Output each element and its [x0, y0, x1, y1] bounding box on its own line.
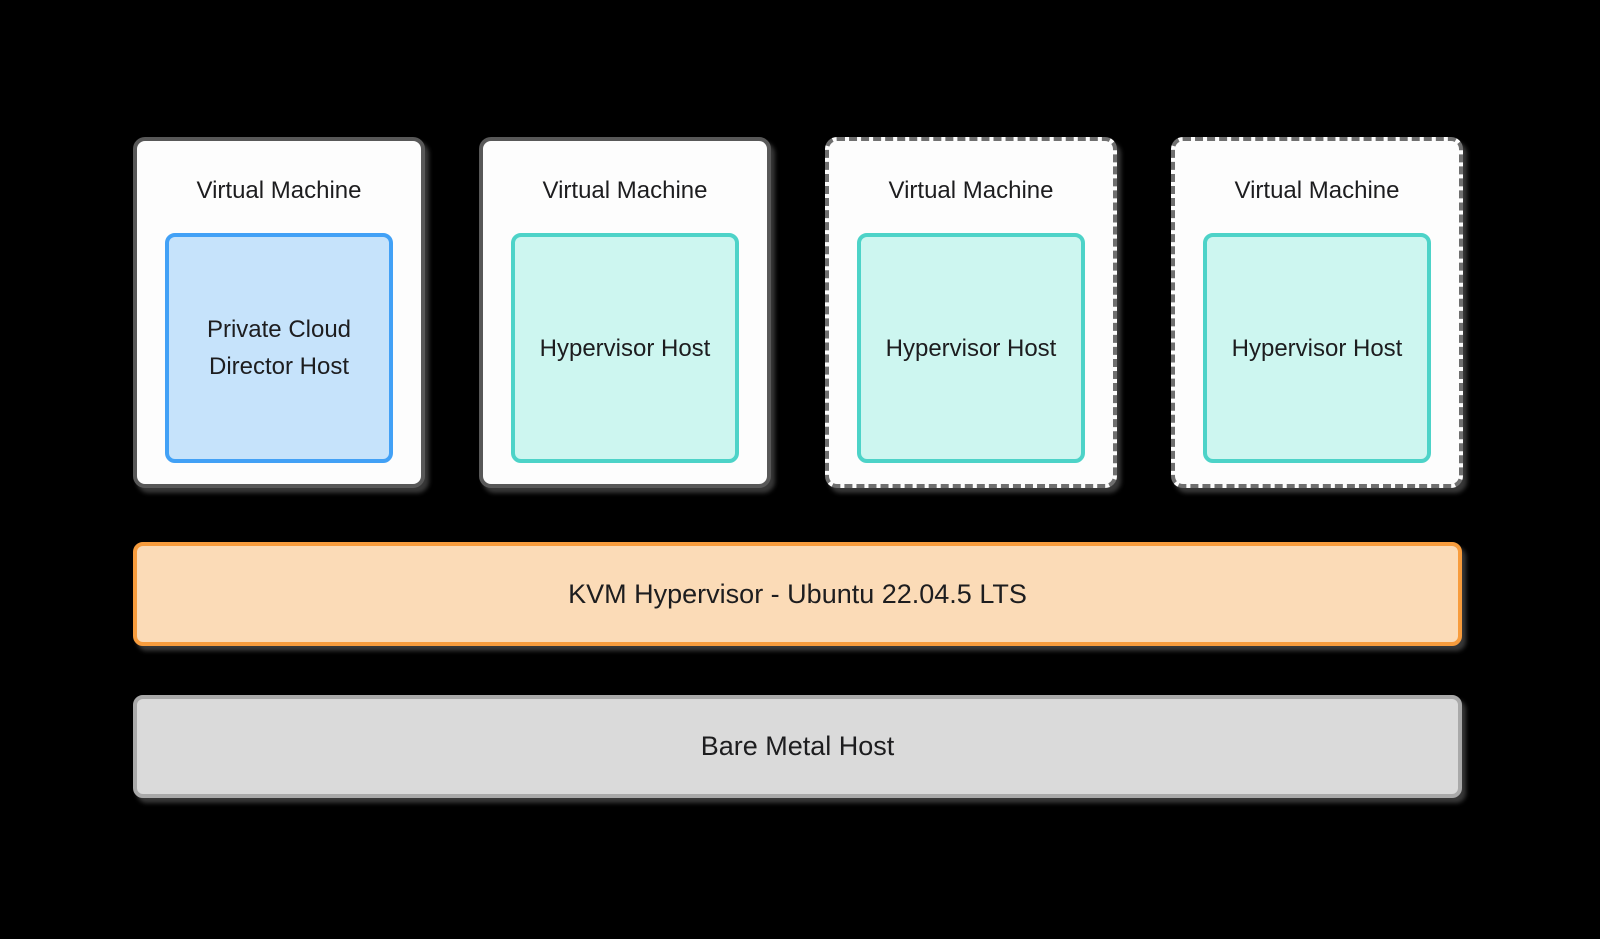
vm-title: Virtual Machine: [196, 177, 362, 204]
vm-title: Virtual Machine: [1234, 177, 1400, 204]
vm-box-hypervisor-host-3: Virtual Machine Hypervisor Host: [1171, 137, 1463, 488]
kvm-hypervisor-label: KVM Hypervisor - Ubuntu 22.04.5 LTS: [568, 578, 1027, 609]
host-label: Hypervisor Host: [1231, 334, 1403, 362]
hypervisor-host-box: Hypervisor Host: [1203, 233, 1431, 463]
vm-title: Virtual Machine: [542, 177, 708, 204]
kvm-hypervisor-layer: KVM Hypervisor - Ubuntu 22.04.5 LTS: [133, 542, 1462, 646]
host-label: Hypervisor Host: [539, 334, 711, 362]
bare-metal-host-label: Bare Metal Host: [700, 731, 895, 761]
vm-box-hypervisor-host-1: Virtual Machine Hypervisor Host: [479, 137, 771, 488]
hypervisor-host-box: Hypervisor Host: [857, 233, 1085, 463]
host-label: Private Cloud Director Host: [206, 316, 352, 380]
host-label: Hypervisor Host: [885, 334, 1057, 362]
private-cloud-director-host-box: Private Cloud Director Host: [165, 233, 393, 463]
vm-box-private-cloud-director: Virtual Machine Private Cloud Director H…: [133, 137, 425, 488]
vm-title: Virtual Machine: [888, 177, 1054, 204]
bare-metal-host-layer: Bare Metal Host: [133, 695, 1462, 798]
vm-box-hypervisor-host-2: Virtual Machine Hypervisor Host: [825, 137, 1117, 488]
hypervisor-host-box: Hypervisor Host: [511, 233, 739, 463]
